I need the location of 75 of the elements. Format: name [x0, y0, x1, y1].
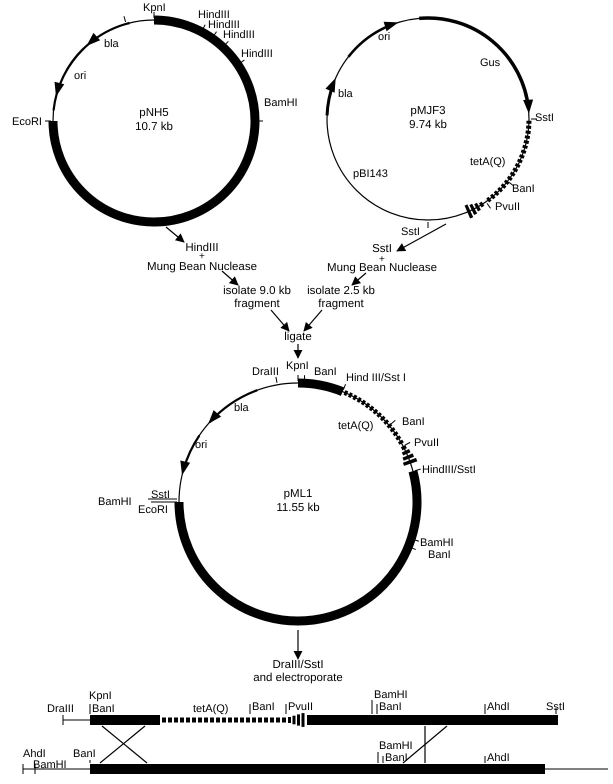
arrow	[294, 344, 302, 359]
step-text: and electroporate	[253, 672, 343, 685]
gene-label: ori	[195, 439, 208, 451]
restriction-site-label: BamHI	[98, 496, 132, 508]
restriction-site-label: BanI	[379, 701, 402, 713]
step-text: DraIII/SstI	[272, 659, 324, 672]
restriction-site-label: BanI	[402, 416, 425, 428]
gene-label: pBI143	[353, 168, 388, 180]
arrow	[396, 223, 446, 252]
restriction-site-label: HindIII	[198, 9, 230, 21]
gene-label: bla	[104, 38, 119, 50]
gene-label: tetA(Q)	[193, 703, 228, 715]
step-text: Mung Bean Nuclease	[147, 261, 257, 274]
restriction-site-label: Hind III/Sst I	[346, 372, 406, 384]
gene-label: bla	[234, 402, 249, 414]
restriction-site-label: BamHI	[264, 97, 298, 109]
plasmid-name: pMJF3	[410, 105, 446, 118]
restriction-site-label: BanI	[73, 748, 96, 760]
restriction-site-label: EcoRI	[138, 504, 168, 516]
restriction-site-label: KpnI	[286, 360, 309, 372]
restriction-site-label: BanI	[428, 549, 451, 561]
restriction-site-label: HindIII	[241, 48, 273, 60]
restriction-site-label: HindIII	[223, 29, 255, 41]
arrow	[294, 630, 302, 660]
plasmid-name: pNH5	[139, 107, 169, 120]
restriction-site-label: BanI	[385, 752, 408, 764]
gene-label: Gus	[480, 57, 500, 69]
restriction-site-label: BanI	[314, 366, 337, 378]
restriction-site-label: AhdI	[487, 701, 510, 713]
restriction-site-label: PvuII	[414, 437, 440, 449]
plus-sign: +	[379, 255, 385, 265]
restriction-site-label: KpnI	[89, 690, 112, 702]
gene-label: tetA(Q)	[470, 156, 506, 168]
restriction-site-label: SstI	[401, 226, 420, 238]
crossover-line	[402, 726, 448, 764]
arrow	[303, 310, 322, 332]
plasmid-name: pML1	[284, 488, 312, 501]
gene-label: ori	[74, 70, 86, 82]
gene-label: ori	[378, 31, 390, 43]
restriction-site-label: BamHI	[420, 537, 454, 549]
restriction-site-label: SstI	[546, 701, 565, 713]
restriction-site-label: AhdI	[487, 752, 510, 764]
step-text: isolate 2.5 kb fragment	[306, 285, 376, 311]
step-text: HindIII	[185, 242, 219, 254]
restriction-site-label: PvuII	[288, 701, 314, 713]
restriction-site-label: HindIII/SstI	[422, 464, 476, 476]
restriction-site-label: DraIII	[252, 366, 279, 378]
step-text: isolate 9.0 kb fragment	[222, 285, 292, 311]
restriction-site-label: BanI	[512, 183, 535, 195]
restriction-site-label: BamHI	[33, 759, 67, 771]
plasmid-size: 9.74 kb	[409, 119, 447, 132]
arrow	[351, 272, 366, 286]
arrow	[222, 270, 239, 286]
plasmid-size: 11.55 kb	[276, 502, 320, 515]
restriction-site-label: EcoRI	[12, 116, 42, 128]
restriction-site-label: AhdI	[23, 748, 46, 760]
restriction-site-label: HindIII	[208, 19, 240, 31]
restriction-site-label: BanI	[92, 703, 115, 715]
restriction-site-label: PvuII	[495, 201, 520, 213]
step-text: SstI	[372, 243, 392, 256]
restriction-site-label: SstI	[535, 112, 554, 124]
step-text: ligate	[284, 331, 312, 344]
arrow	[166, 226, 185, 243]
restriction-site-label: BamHI	[379, 740, 413, 752]
plasmid-size: 10.7 kb	[135, 121, 173, 134]
crossover-line	[424, 726, 426, 763]
plus-sign: +	[199, 252, 205, 262]
step-text: Mung Bean Nuclease	[327, 262, 437, 275]
restriction-site-label: DraIII	[47, 703, 74, 715]
restriction-site-label: BamHI	[374, 689, 408, 701]
restriction-site-label: BanI	[252, 701, 275, 713]
restriction-site-label: SstI	[151, 489, 170, 501]
gene-label: tetA(Q)	[338, 420, 374, 432]
gene-label: bla	[338, 88, 353, 100]
arrow	[270, 310, 290, 332]
